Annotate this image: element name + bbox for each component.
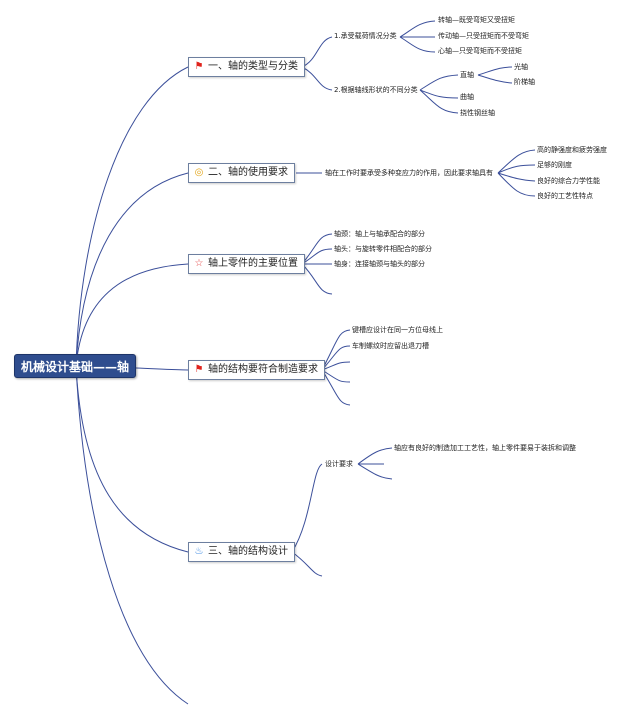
requirement-item[interactable]: 足够的刚度 [537, 161, 572, 169]
link-root-design [75, 365, 189, 553]
design-requirement-label[interactable]: 设计要求 [325, 460, 353, 468]
straight-item[interactable]: 阶梯轴 [514, 78, 535, 86]
link-root-structure [135, 367, 189, 371]
shape-crank[interactable]: 曲轴 [460, 93, 474, 101]
flag-icon: ⚑ [194, 61, 204, 72]
position-item[interactable]: 轴颈：轴上与轴承配合的部分 [334, 230, 425, 238]
branch-design[interactable]: ♨ 三、轴的结构设计 [188, 542, 295, 562]
branch-types[interactable]: ⚑ 一、轴的类型与分类 [188, 57, 305, 77]
shape-flexible[interactable]: 挠性钢丝轴 [460, 109, 495, 117]
link-shape-items [419, 74, 459, 114]
star-icon: ☆ [194, 258, 204, 269]
link-positions-items [301, 233, 333, 295]
link-types-shape [301, 66, 333, 91]
link-root-extra [75, 365, 189, 705]
load-item[interactable]: 传动轴—只受扭矩而不受弯矩 [438, 32, 529, 40]
flag-icon: ⚑ [194, 364, 204, 375]
requirement-item[interactable]: 良好的综合力学性能 [537, 177, 600, 185]
fire-icon: ♨ [194, 546, 204, 557]
position-item[interactable]: 轴身：连接轴颈与轴头的部分 [334, 260, 425, 268]
link-design-extra [291, 551, 323, 577]
shape-straight[interactable]: 直轴 [460, 71, 474, 79]
branch-requirements[interactable]: ◎ 二、轴的使用要求 [188, 163, 295, 183]
link-straight-items [477, 66, 513, 84]
root-topic[interactable]: 机械设计基础——轴 [14, 354, 136, 378]
coin-icon: ◎ [194, 167, 204, 178]
position-item[interactable]: 轴头：与旋转零件相配合的部分 [334, 245, 432, 253]
link-design-requirement [291, 463, 323, 553]
requirements-statement[interactable]: 轴在工作时要承受多种变应力的作用，因此要求轴具有 [325, 169, 493, 177]
load-item[interactable]: 心轴—只受弯矩而不受扭矩 [438, 47, 522, 55]
branch-types-label: 一、轴的类型与分类 [208, 61, 298, 72]
requirement-item[interactable]: 良好的工艺性特点 [537, 192, 593, 200]
link-types-load [301, 36, 333, 68]
branch-structure-label: 轴的结构要符合制造要求 [208, 364, 318, 375]
link-load-items [399, 20, 436, 53]
structure-item[interactable]: 车制螺纹时应留出退刀槽 [352, 342, 429, 350]
branch-positions-label: 轴上零件的主要位置 [208, 258, 298, 269]
straight-item[interactable]: 光轴 [514, 63, 528, 71]
types-by-shape[interactable]: 2.根据轴线形状的不同分类 [334, 86, 418, 94]
link-structure-items [321, 329, 351, 406]
requirement-item[interactable]: 高的静强度和疲劳强度 [537, 146, 607, 154]
branch-design-label: 三、轴的结构设计 [208, 546, 288, 557]
load-item[interactable]: 转轴—既受弯矩又受扭矩 [438, 16, 515, 24]
branch-positions[interactable]: ☆ 轴上零件的主要位置 [188, 254, 305, 274]
branch-requirements-label: 二、轴的使用要求 [208, 167, 288, 178]
branch-structure[interactable]: ⚑ 轴的结构要符合制造要求 [188, 360, 325, 380]
link-root-types [75, 66, 189, 367]
structure-item[interactable]: 键槽应设计在同一方位母线上 [352, 326, 443, 334]
link-requirement-text [357, 447, 393, 480]
root-title: 机械设计基础——轴 [20, 360, 129, 374]
link-requirements-items [497, 149, 536, 197]
link-root-requirements [75, 172, 189, 367]
link-root-positions [75, 263, 189, 367]
design-requirement-text[interactable]: 轴应有良好的制造加工工艺性，轴上零件要易于装拆和调整 [394, 444, 576, 452]
types-by-load[interactable]: 1.承受载荷情况分类 [334, 32, 397, 40]
